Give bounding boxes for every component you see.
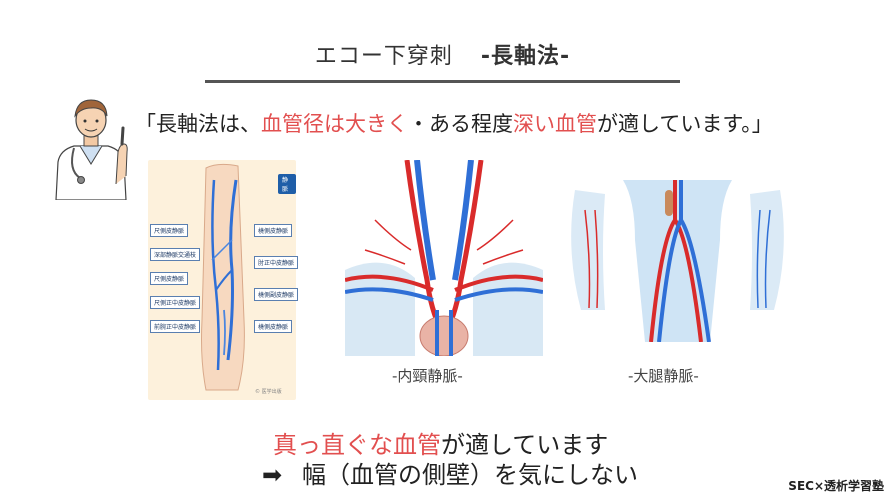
conclusion-note: 幅（血管の側壁）を気にしない	[302, 461, 638, 489]
quote-close: が適しています。」	[597, 112, 773, 136]
conclusion-highlight: 真っ直ぐな血管	[273, 431, 441, 459]
conclusion-rest: が適しています	[441, 431, 609, 459]
conclusion-line-1: 真っ直ぐな血管が適しています	[273, 425, 608, 460]
quote-text: 「長軸法は、血管径は大きく・ある程度深い血管が適しています。」	[135, 108, 855, 138]
leg-caption: -大腿静脈-	[628, 367, 699, 385]
arm-label-left-3: 尺側皮静脈	[150, 272, 189, 285]
quote-highlight-deep: 深い血管	[513, 112, 597, 136]
quote-mid: ・ある程度	[408, 112, 513, 136]
arm-label-left-2: 深部静脈交通枝	[150, 248, 201, 261]
arm-veins-figure: 静脈 尺側皮静脈 深部静脈交通枝 尺側皮静脈 尺側正中皮静脈 前腕正中皮静脈 橈…	[148, 160, 299, 400]
quote-open: 「長軸法は、	[135, 112, 261, 136]
conclusion-line-2: ➡ 幅（血管の側壁）を気にしない	[262, 455, 638, 490]
doctor-illustration-icon	[55, 99, 128, 200]
title-main: エコー下穿刺	[314, 44, 453, 69]
neck-vessels-illustration	[345, 160, 543, 356]
arm-label-right-2: 肘正中皮静脈	[254, 256, 299, 269]
arm-credit: © 医学出版	[255, 389, 282, 395]
arrow-right-icon: ➡	[262, 461, 283, 489]
title-sub: -長軸法-	[480, 44, 571, 69]
quote-highlight-diameter: 血管径は大きく	[261, 112, 408, 136]
arm-label-right-1: 橈側皮静脈	[254, 224, 293, 237]
arm-label-left-4: 尺側正中皮静脈	[150, 296, 201, 309]
arm-label-right-3: 橈側副皮静脈	[254, 288, 299, 301]
title-underline	[205, 80, 680, 83]
arm-label-left-1: 尺側皮静脈	[150, 224, 189, 237]
arm-veins-illustration	[201, 163, 245, 391]
arm-label-right-4: 橈側皮静脈	[254, 320, 293, 333]
leg-vessels-illustration	[565, 180, 790, 342]
slide-title: エコー下穿刺 -長軸法-	[205, 38, 680, 70]
footer-brand: SEC×透析学習塾	[788, 479, 884, 493]
neck-caption: -内頸静脈-	[392, 367, 463, 385]
arm-label-left-5: 前腕正中皮静脈	[150, 320, 201, 333]
arm-badge-veins: 静脈	[278, 174, 296, 194]
